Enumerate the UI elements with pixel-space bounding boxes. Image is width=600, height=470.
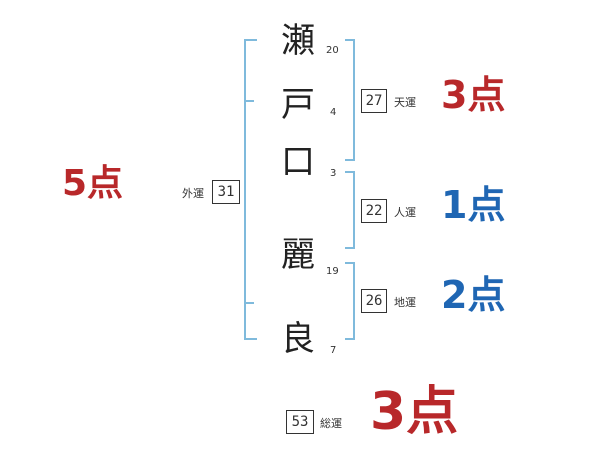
gaiun-label: 外運 (182, 187, 204, 200)
tenun-score: 3点 (441, 73, 506, 117)
tenun-bracket-connector (345, 159, 355, 161)
jinun-bracket-bottom (345, 247, 355, 249)
chiun-bracket-top (345, 262, 355, 264)
tenun-label: 天運 (394, 96, 416, 109)
chiun-value-box: 26 (361, 289, 387, 313)
outer-bracket-bottom (244, 338, 257, 340)
jinun-bracket-spine (353, 171, 355, 249)
outer-bracket-tick-mid2 (244, 302, 254, 304)
souun-value-box: 53 (286, 410, 314, 434)
stroke-count-4: 19 (326, 266, 339, 277)
outer-bracket-tick-mid1 (244, 100, 254, 102)
name-char-3: 口 (281, 142, 315, 182)
tenun-bracket-spine (353, 39, 355, 161)
stroke-count-2: 4 (330, 107, 337, 118)
jinun-value-box: 22 (361, 199, 387, 223)
chiun-score: 2点 (441, 273, 506, 317)
gaiun-value-box: 31 (212, 180, 240, 204)
tenun-bracket-top (345, 39, 355, 41)
chiun-label: 地運 (394, 296, 416, 309)
stroke-count-3: 3 (330, 168, 337, 179)
stroke-count-1: 20 (326, 45, 339, 56)
outer-bracket-top (244, 39, 257, 41)
tenun-value-box: 27 (361, 89, 387, 113)
name-char-4: 麗 (281, 235, 315, 275)
jinun-score: 1点 (441, 183, 506, 227)
outer-bracket-spine (244, 39, 246, 340)
chiun-bracket-spine (353, 262, 355, 340)
name-char-5: 良 (281, 319, 315, 359)
stroke-count-5: 7 (330, 345, 337, 356)
chiun-bracket-bottom (345, 338, 355, 340)
souun-score: 3点 (370, 382, 459, 442)
name-char-2: 戸 (281, 85, 315, 125)
jinun-bracket-top (345, 171, 355, 173)
name-char-1: 瀬 (281, 21, 315, 61)
souun-label: 総運 (320, 417, 342, 430)
jinun-label: 人運 (394, 206, 416, 219)
gaiun-score: 5点 (62, 163, 124, 204)
